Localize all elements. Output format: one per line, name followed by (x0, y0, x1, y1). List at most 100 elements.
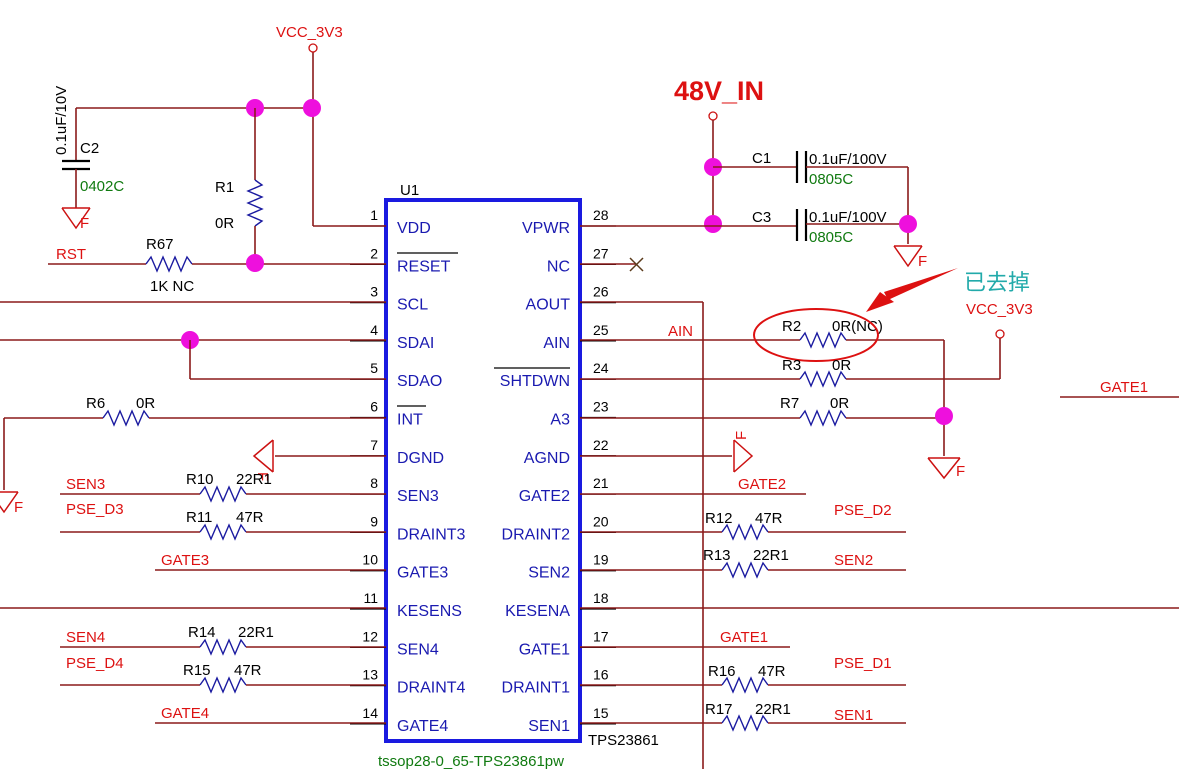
pin-name-left[interactable]: DRAINT3 (397, 526, 466, 543)
r3-resistor[interactable] (799, 370, 847, 388)
gate3-label: GATE3 (161, 552, 209, 569)
pin-name-left[interactable]: SCL (397, 297, 428, 314)
pin-number: 5 (370, 360, 378, 376)
c1-ref: C1 (752, 150, 771, 167)
r11-resistor[interactable] (199, 523, 247, 541)
pin-number: 7 (370, 437, 378, 453)
pin-name-left[interactable]: SEN3 (397, 488, 439, 505)
svg-text:F: F (918, 253, 927, 270)
pin-name-left[interactable]: INT (397, 412, 423, 429)
r67-resistor[interactable] (145, 255, 193, 273)
pin-number: 4 (370, 322, 378, 338)
sen4-label: SEN4 (66, 629, 105, 646)
r10-resistor[interactable] (199, 485, 247, 503)
r1-ref: R1 (215, 179, 234, 196)
r14-ref: R14 (188, 624, 216, 641)
pin-name-right[interactable]: SEN2 (528, 565, 570, 582)
r15-ref: R15 (183, 662, 211, 679)
pin-name-right[interactable]: SEN1 (528, 718, 570, 735)
pse-d4-label: PSE_D4 (66, 655, 124, 672)
pin-number: 27 (593, 245, 609, 261)
r17-resistor[interactable] (721, 714, 769, 732)
c2-ref: C2 (80, 140, 99, 157)
pin-name-right[interactable]: DRAINT1 (502, 680, 571, 697)
pse-d3-label: PSE_D3 (66, 501, 124, 518)
pin-name-left[interactable]: GATE3 (397, 565, 448, 582)
r7-resistor[interactable] (799, 409, 847, 427)
r10-value: 22R1 (236, 471, 272, 488)
vcc-top-label: VCC_3V3 (276, 24, 343, 41)
pin-name-right[interactable]: A3 (550, 412, 570, 429)
pin-number: 2 (370, 245, 378, 261)
r2-resistor[interactable] (799, 331, 847, 349)
pin-name-left[interactable]: KESENS (397, 603, 462, 620)
left-pin-group: 1VDD2RESET3SCL4SDAI5SDAO6INT7DGND8SEN39D… (350, 207, 466, 735)
r14-resistor[interactable] (199, 638, 247, 656)
r67-value: 1K NC (150, 278, 194, 295)
pin-name-left[interactable]: GATE4 (397, 718, 448, 735)
c2-value: 0.1uF/10V (53, 86, 70, 155)
r15-resistor[interactable] (199, 676, 247, 694)
r3-ref: R3 (782, 357, 801, 374)
gate4-label: GATE4 (161, 705, 209, 722)
pin-number: 3 (370, 284, 378, 300)
pin-name-left[interactable]: SEN4 (397, 641, 439, 658)
svg-text:F: F (14, 499, 23, 516)
pin-name-right[interactable]: GATE2 (519, 488, 570, 505)
cap-ground-icon: F (893, 245, 927, 270)
pin-name-right[interactable]: AGND (524, 450, 570, 467)
pin-number: 22 (593, 437, 609, 453)
r6-ref: R6 (86, 395, 105, 412)
chip-footprint: tssop28-0_65-TPS23861pw (378, 753, 564, 769)
pin-number: 9 (370, 513, 378, 529)
pin-number: 17 (593, 628, 609, 644)
pin-name-right[interactable]: NC (547, 258, 570, 275)
junction-cap-gnd[interactable] (899, 215, 917, 233)
vin-port (708, 111, 718, 121)
pin-number: 24 (593, 360, 609, 376)
r7-ref: R7 (780, 395, 799, 412)
pin-name-right[interactable]: KESENA (505, 603, 570, 620)
r17-value: 22R1 (755, 701, 791, 718)
pin-number: 26 (593, 284, 609, 300)
pin-name-left[interactable]: SDAI (397, 335, 434, 352)
junction-a3[interactable] (935, 407, 953, 425)
r1-resistor[interactable] (246, 179, 264, 227)
junction-vdd-2[interactable] (303, 99, 321, 117)
pin-number: 8 (370, 475, 378, 491)
pin-name-right[interactable]: SHTDWN (500, 373, 570, 390)
no-connect-icon (629, 257, 644, 272)
pin-name-left[interactable]: DRAINT4 (397, 680, 466, 697)
chip-body[interactable] (384, 198, 582, 743)
r12-resistor[interactable] (721, 523, 769, 541)
r11-ref: R11 (186, 509, 212, 526)
rst-label: RST (56, 246, 86, 263)
dgnd-ground-icon: F (252, 439, 274, 481)
r16-resistor[interactable] (721, 676, 769, 694)
pin-number: 10 (362, 552, 378, 568)
r12-value: 47R (755, 510, 783, 527)
pin-name-right[interactable]: GATE1 (519, 641, 570, 658)
chip-ref: U1 (400, 182, 419, 199)
c3-ref: C3 (752, 209, 771, 226)
vin-label: 48V_IN (674, 76, 764, 106)
junction-vin-c3[interactable] (704, 215, 722, 233)
pin-name-left[interactable]: DGND (397, 450, 444, 467)
right-pin-group: 28VPWR27NC26AOUT25AIN24SHTDWN23A322AGND2… (500, 207, 616, 735)
pin-number: 6 (370, 399, 378, 415)
pin-name-right[interactable]: DRAINT2 (502, 526, 571, 543)
pin-name-right[interactable]: VPWR (522, 220, 570, 237)
pin-name-right[interactable]: AIN (543, 335, 570, 352)
c2-package: 0402C (80, 178, 124, 195)
pin-name-left[interactable]: SDAO (397, 373, 442, 390)
r13-resistor[interactable] (721, 561, 769, 579)
pin-number: 18 (593, 590, 609, 606)
pin-name-right[interactable]: AOUT (526, 297, 571, 314)
pin-name-left[interactable]: RESET (397, 258, 451, 275)
junction-reset[interactable] (246, 254, 264, 272)
r15-value: 47R (234, 662, 262, 679)
pin-name-left[interactable]: VDD (397, 220, 431, 237)
gate1-far-label: GATE1 (1100, 379, 1148, 396)
r12-ref: R12 (705, 510, 733, 527)
r6-resistor[interactable] (102, 409, 150, 427)
